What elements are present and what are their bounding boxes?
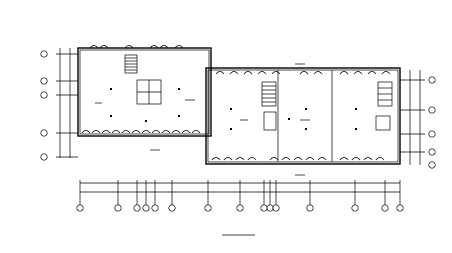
- left-axis-bubble: [40, 50, 48, 58]
- left-axis-bubble: [40, 77, 48, 85]
- left-axis-bubbles: [40, 50, 48, 161]
- right-axis-bubble: [428, 106, 436, 114]
- left-wing: [77, 45, 212, 151]
- left-dimension-group: [56, 48, 78, 158]
- bottom-axis-bubble: [272, 204, 280, 212]
- bottom-axis-bubble: [151, 204, 159, 212]
- left-axis-bubble: [40, 129, 48, 137]
- right-axis-bubble: [428, 76, 436, 84]
- bottom-axis-bubble: [306, 204, 314, 212]
- bottom-axis-bubble: [236, 204, 244, 212]
- left-axis-bubble: [40, 153, 48, 161]
- bottom-axis-bubble: [396, 204, 404, 212]
- right-axis-bubble: [428, 148, 436, 156]
- right-axis-bubble: [428, 161, 436, 169]
- bottom-axis-bubble: [381, 204, 389, 212]
- right-wing: [205, 63, 401, 176]
- bottom-axis-bubbles: [76, 180, 404, 212]
- bottom-axis-bubble: [351, 204, 359, 212]
- bottom-axis-bubble: [204, 204, 212, 212]
- left-axis-bubble: [40, 91, 48, 99]
- bottom-axis-bubble: [260, 204, 268, 212]
- bottom-axis-bubble: [76, 204, 84, 212]
- bottom-axis-bubble: [142, 204, 150, 212]
- right-axis-bubble: [428, 130, 436, 138]
- bottom-axis-bubble: [133, 204, 141, 212]
- bottom-axis-bubble: [266, 204, 274, 212]
- right-dimension-group: [400, 70, 425, 165]
- bottom-axis-bubble: [114, 204, 122, 212]
- right-axis-bubbles: [428, 76, 436, 169]
- bottom-axis-bubble: [168, 204, 176, 212]
